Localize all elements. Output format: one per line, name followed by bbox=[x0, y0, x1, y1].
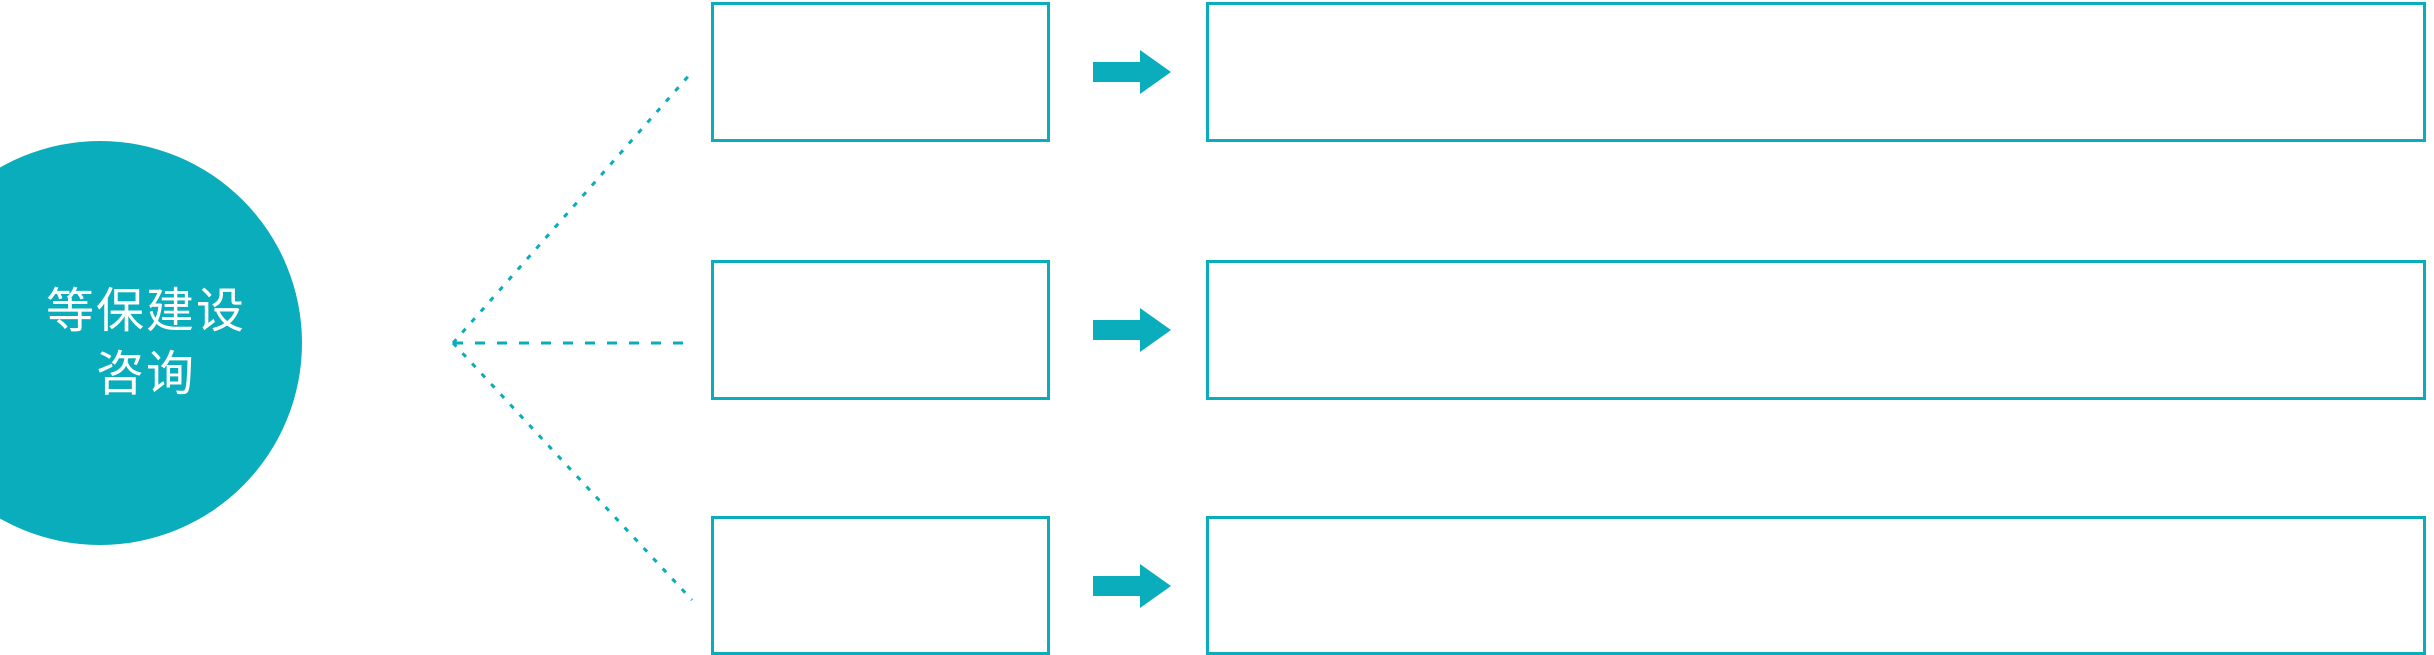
stage-box-large-2[interactable] bbox=[1206, 260, 2426, 400]
stage-box-small-1[interactable] bbox=[711, 2, 1050, 142]
stage-box-small-2[interactable] bbox=[711, 260, 1050, 400]
right-arrow-icon-3 bbox=[1093, 564, 1171, 608]
branch-row-3 bbox=[0, 516, 2434, 655]
hub-label-line-2: 咨询 bbox=[95, 348, 196, 401]
branch-row-2 bbox=[0, 260, 2434, 400]
stage-box-large-1[interactable] bbox=[1206, 2, 2426, 142]
right-arrow-icon-1 bbox=[1093, 50, 1171, 94]
stage-box-small-3[interactable] bbox=[711, 516, 1050, 655]
stage-box-large-3[interactable] bbox=[1206, 516, 2426, 655]
hub-label-line-1: 等保建设 bbox=[45, 284, 246, 338]
right-arrow-icon-2 bbox=[1093, 308, 1171, 352]
branch-row-1 bbox=[0, 2, 2434, 142]
